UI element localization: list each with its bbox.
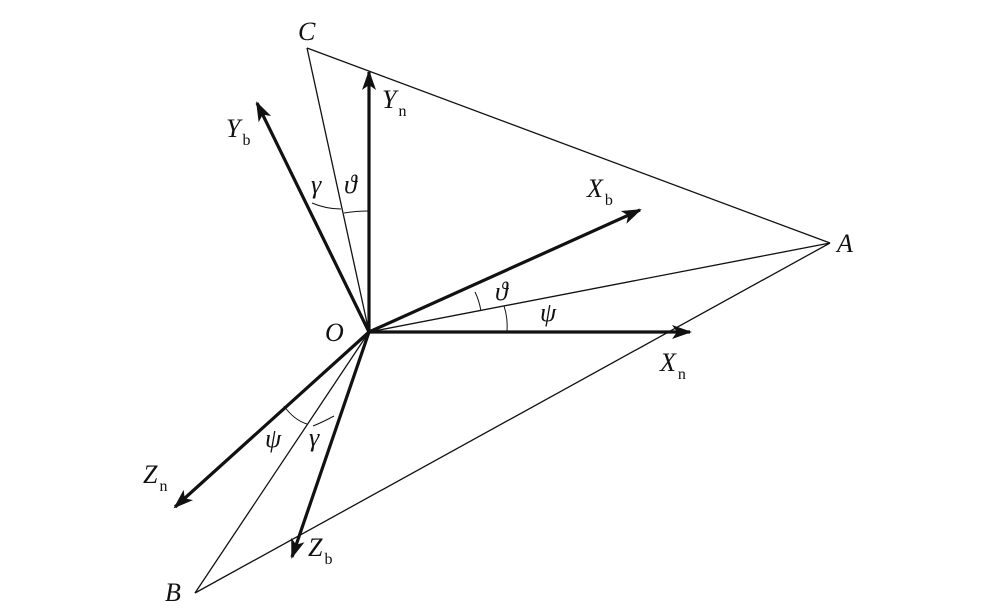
arc-gamma-top [311,202,342,210]
axis-xb-arrow [368,208,642,334]
arc-gamma-bottom [312,415,335,427]
edge-b-o [194,331,370,594]
point-label-a: A [835,229,853,258]
arc-psi-bottom [283,405,308,425]
triangle-cab [194,47,831,594]
axis-zb-arrow [290,331,371,559]
point-label-c: C [298,17,316,46]
angle-label-psi-right: ψ [540,298,557,327]
axis-arrows [173,70,692,559]
angle-label-gamma-bottom: γ [309,423,320,452]
edge-c-a [306,47,831,244]
angle-label-gamma-top: γ [311,170,322,199]
angle-label-theta-top: ϑ [344,170,358,199]
axis-yb-arrow [255,101,371,333]
arc-theta-right [474,291,482,312]
angle-label-theta-right: ϑ [495,277,509,306]
point-label-o: O [325,318,344,347]
point-label-b: B [165,578,181,607]
arc-psi-right [503,305,508,333]
arc-theta-top [343,210,370,214]
angle-label-psi-bottom: ψ [265,424,282,453]
axis-zn-arrow [173,330,371,509]
line-o-a [368,242,831,333]
edge-o-c [306,47,370,333]
angle-arcs [283,202,508,427]
edge-a-b [194,242,831,594]
